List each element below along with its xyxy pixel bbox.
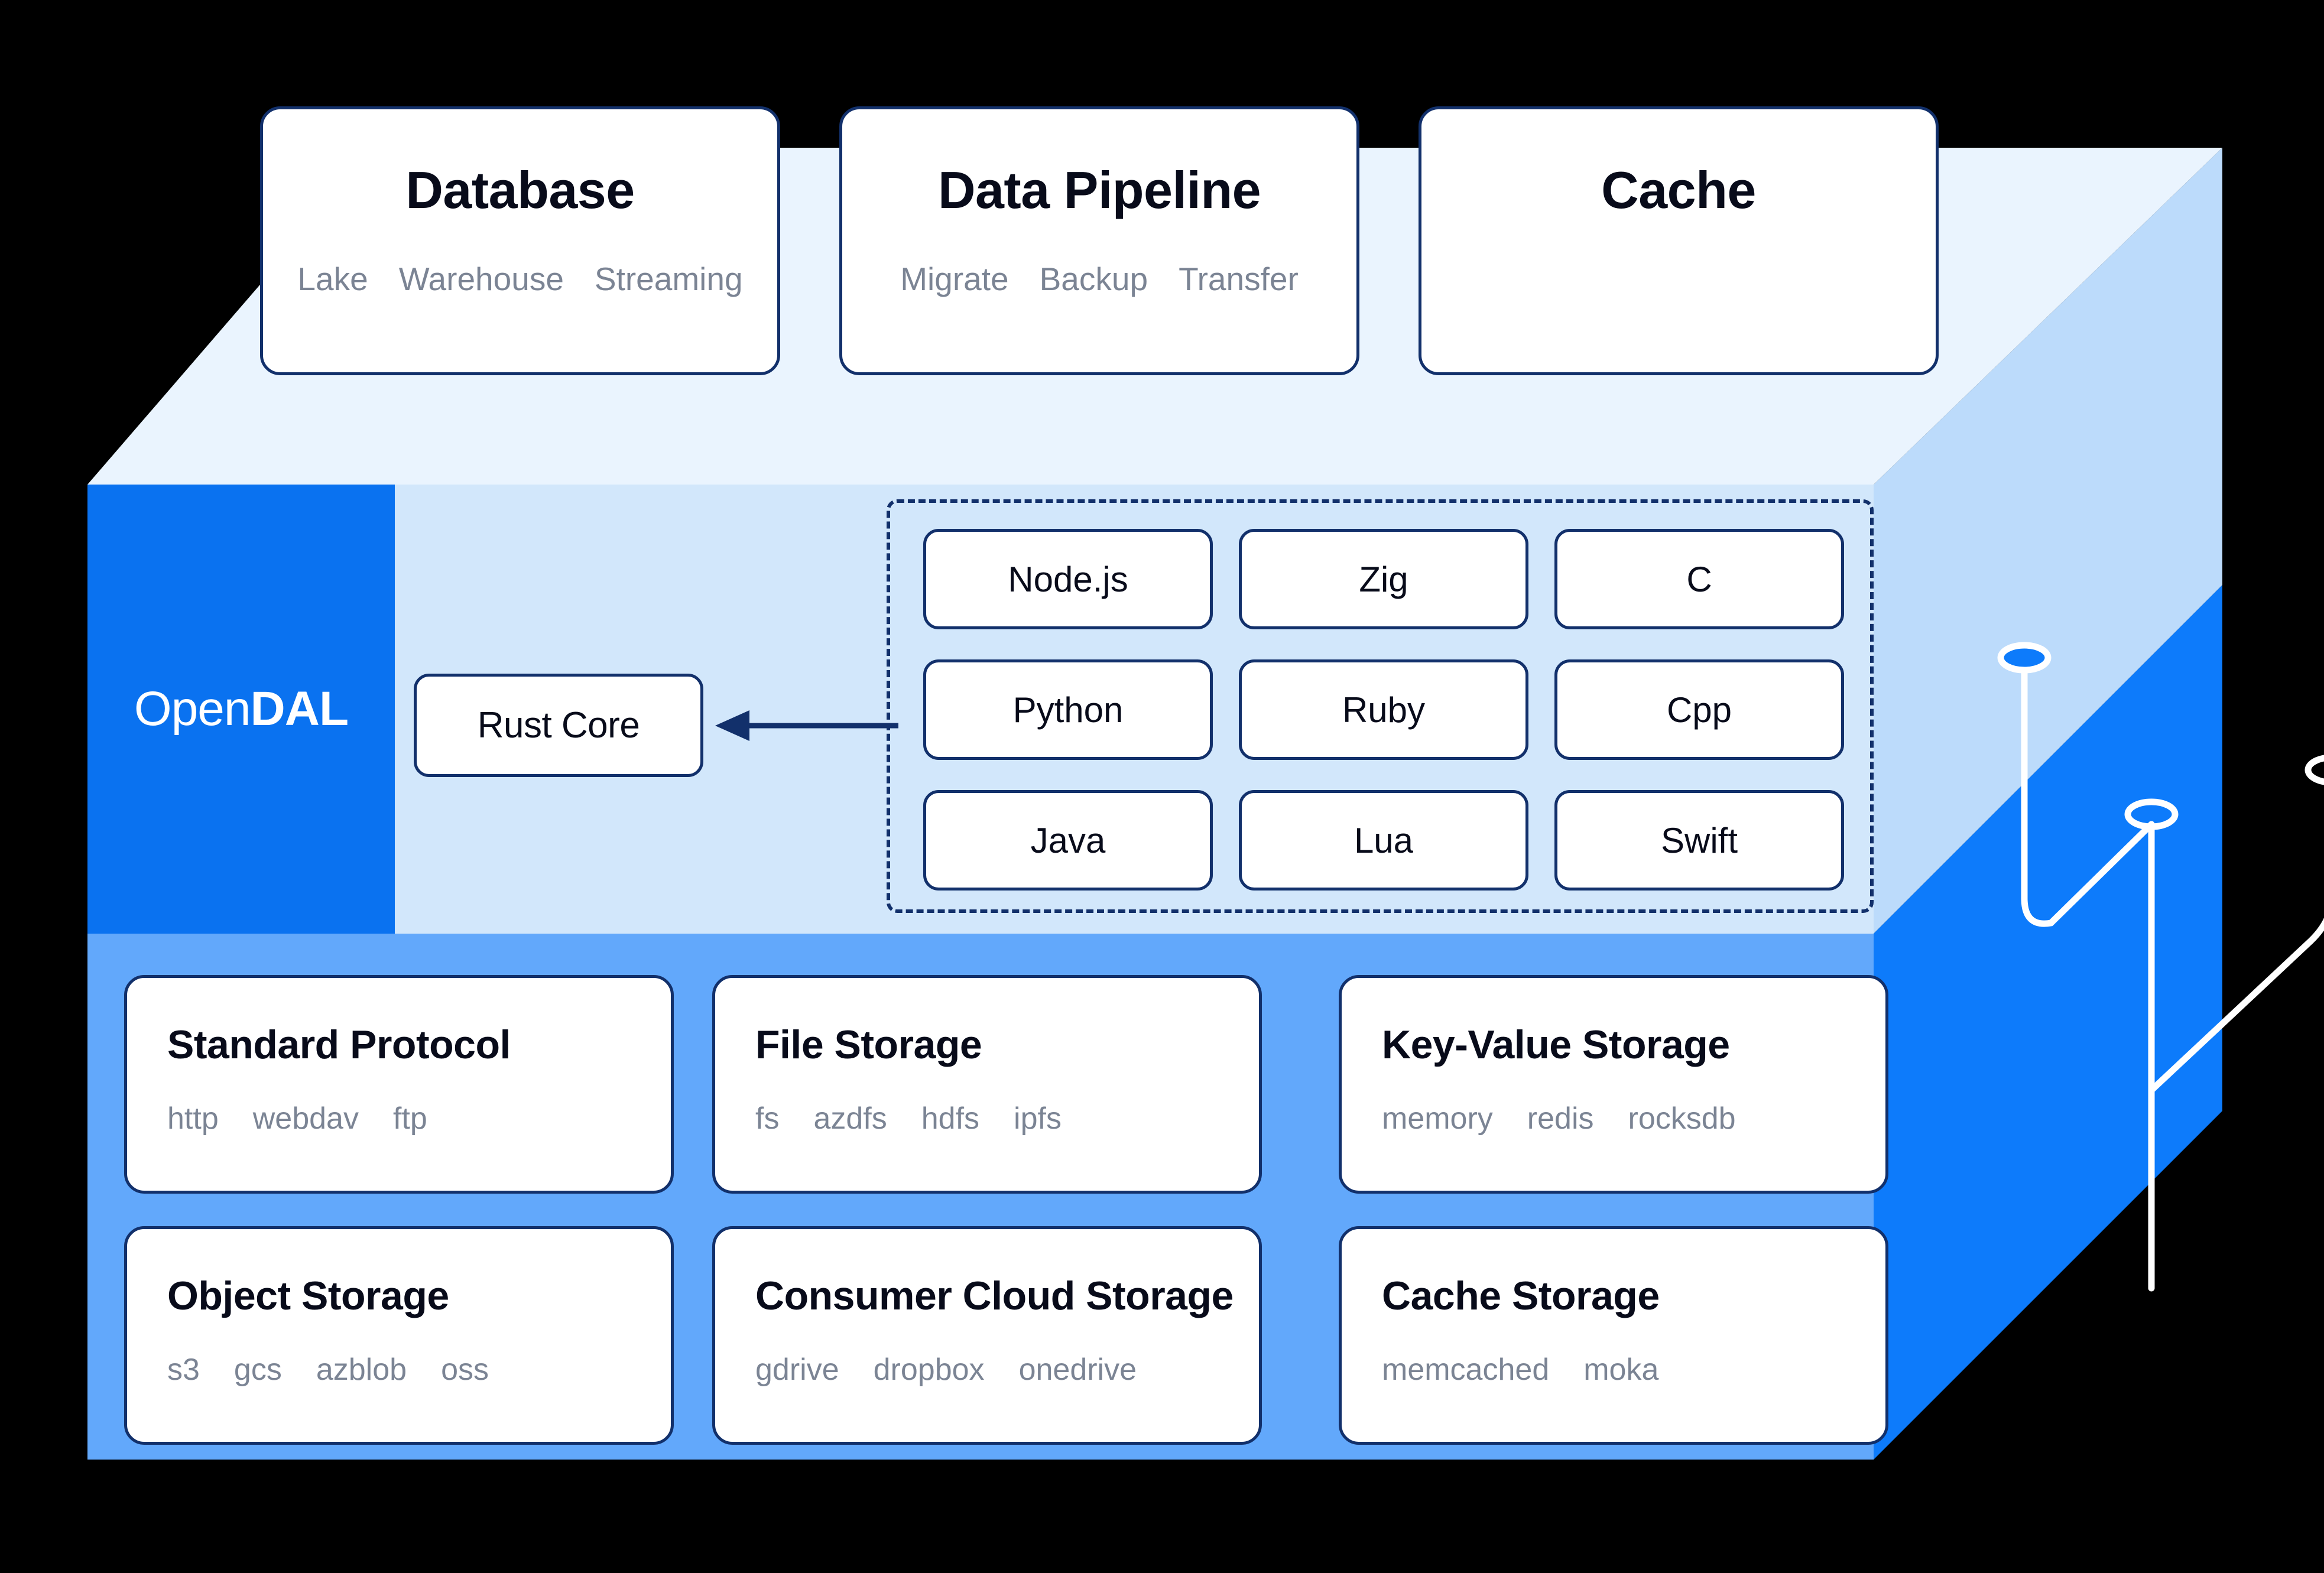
binding-card-c[interactable]: C [1554, 529, 1844, 629]
tag-row: Lake Warehouse Streaming [263, 260, 777, 298]
binding-label: Zig [1359, 559, 1408, 599]
binding-label: Python [1012, 690, 1124, 730]
binding-label: Node.js [1008, 559, 1128, 599]
tag: Migrate [900, 261, 1009, 297]
opendal-logo: OpenDAL [87, 681, 395, 737]
tag-row: http webdav ftp [167, 1101, 427, 1136]
tag: hdfs [921, 1101, 980, 1136]
logo-text-bold: DAL [250, 682, 349, 736]
binding-card-python[interactable]: Python [923, 659, 1213, 760]
consumer-card-cache[interactable]: Cache [1419, 106, 1939, 375]
card-title: Cache Storage [1382, 1273, 1660, 1318]
card-title: Standard Protocol [167, 1022, 511, 1067]
arrow-bindings-to-core [715, 710, 898, 741]
binding-card-java[interactable]: Java [923, 790, 1213, 890]
binding-card-ruby[interactable]: Ruby [1239, 659, 1528, 760]
binding-label: C [1686, 559, 1712, 599]
tag: Backup [1039, 261, 1148, 297]
binding-card-lua[interactable]: Lua [1239, 790, 1528, 890]
binding-label: Ruby [1342, 690, 1426, 730]
tag: rocksdb [1628, 1101, 1736, 1136]
tag: dropbox [873, 1353, 985, 1387]
tag: Streaming [594, 261, 743, 297]
tag: ftp [392, 1101, 427, 1136]
binding-label: Lua [1353, 820, 1414, 860]
node-filled [1997, 642, 2052, 674]
card-title: File Storage [755, 1022, 982, 1067]
tag: webdav [252, 1101, 359, 1136]
node-outline-2 [2304, 755, 2324, 785]
binding-card-swift[interactable]: Swift [1554, 790, 1844, 890]
card-title: Key-Value Storage [1382, 1022, 1730, 1067]
tag: gdrive [755, 1353, 839, 1387]
binding-card-nodejs[interactable]: Node.js [923, 529, 1213, 629]
binding-card-cpp[interactable]: Cpp [1554, 659, 1844, 760]
card-title: Cache [1601, 161, 1756, 219]
tag: Warehouse [398, 261, 564, 297]
tag: http [167, 1101, 219, 1136]
service-card-consumer-cloud-storage[interactable]: Consumer Cloud Storage gdrive dropbox on… [712, 1226, 1262, 1445]
service-card-object-storage[interactable]: Object Storage s3 gcs azblob oss [124, 1226, 674, 1445]
tag-row: memcached moka [1382, 1352, 1658, 1387]
tag-row: fs azdfs hdfs ipfs [755, 1101, 1062, 1136]
tag: oss [441, 1353, 489, 1387]
card-title: Consumer Cloud Storage [755, 1273, 1234, 1318]
rust-core-label: Rust Core [477, 705, 640, 746]
circuit-nodes [1997, 642, 2324, 830]
box-side-face-light [1874, 148, 2222, 934]
card-title: Database [405, 161, 635, 219]
opendal-brand-panel: OpenDAL [87, 485, 395, 934]
tag: onedrive [1018, 1353, 1137, 1387]
tag-row: Migrate Backup Transfer [842, 260, 1356, 298]
consumer-card-database[interactable]: Database Lake Warehouse Streaming [260, 106, 780, 375]
tag-row: gdrive dropbox onedrive [755, 1352, 1137, 1387]
consumer-card-data-pipeline[interactable]: Data Pipeline Migrate Backup Transfer [839, 106, 1359, 375]
logo-text-light: Open [134, 682, 251, 736]
tag: memory [1382, 1101, 1493, 1136]
tag: s3 [167, 1353, 200, 1387]
binding-label: Swift [1660, 820, 1738, 860]
tag: Lake [297, 261, 368, 297]
language-bindings-group: Node.js Zig C Python Ruby Cpp Java Lua S… [887, 499, 1874, 913]
tag: fs [755, 1101, 780, 1136]
service-card-standard-protocol[interactable]: Standard Protocol http webdav ftp [124, 975, 674, 1194]
card-title: Data Pipeline [937, 161, 1261, 219]
tag-row: s3 gcs azblob oss [167, 1352, 489, 1387]
tag: moka [1583, 1353, 1659, 1387]
service-card-file-storage[interactable]: File Storage fs azdfs hdfs ipfs [712, 975, 1262, 1194]
tag: Transfer [1179, 261, 1299, 297]
binding-card-zig[interactable]: Zig [1239, 529, 1528, 629]
node-outline-1 [2124, 798, 2179, 830]
tag: ipfs [1014, 1101, 1062, 1136]
binding-label: Cpp [1666, 690, 1732, 730]
binding-label: Java [1030, 820, 1106, 860]
card-title: Object Storage [167, 1273, 449, 1318]
rust-core-box[interactable]: Rust Core [414, 674, 703, 777]
service-card-key-value-storage[interactable]: Key-Value Storage memory redis rocksdb [1339, 975, 1888, 1194]
circuit-traces [2021, 664, 2324, 1292]
tag-row: memory redis rocksdb [1382, 1101, 1736, 1136]
tag: redis [1527, 1101, 1594, 1136]
service-card-cache-storage[interactable]: Cache Storage memcached moka [1339, 1226, 1888, 1445]
tag: gcs [233, 1353, 282, 1387]
tag: azdfs [813, 1101, 887, 1136]
tag: azblob [316, 1353, 407, 1387]
tag: memcached [1382, 1353, 1550, 1387]
